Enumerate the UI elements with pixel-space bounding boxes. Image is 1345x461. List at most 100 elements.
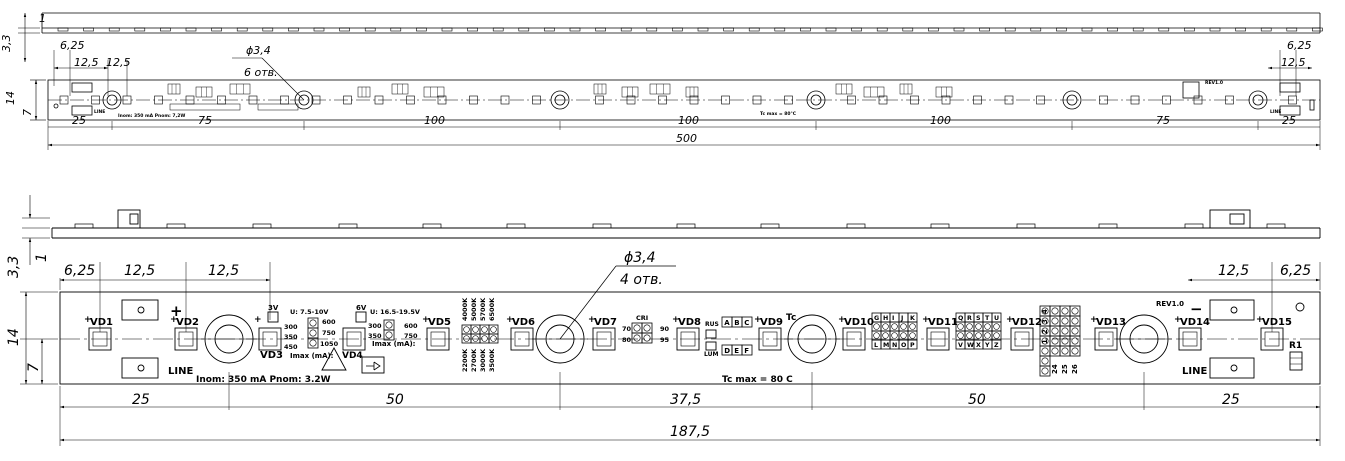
number-label: 24	[1051, 364, 1059, 374]
r1-resistor	[1289, 351, 1303, 371]
grid-dot	[643, 334, 651, 342]
led-label-vd6: VD6	[512, 317, 535, 328]
led-pad	[910, 95, 919, 105]
led-die	[346, 331, 362, 347]
top-view-text: 3,3 1 6,25 12,5 12,5 ϕ3,4 6 отв. 14 7 6,…	[0, 12, 1312, 145]
profile-bump	[160, 27, 171, 32]
grid-cell	[991, 339, 1002, 350]
led-die	[1014, 331, 1030, 347]
led-pad	[1094, 327, 1118, 351]
bottom-dim-3-3: 3,3	[6, 256, 22, 278]
profile-bump	[620, 27, 632, 32]
profile-bump	[760, 223, 780, 229]
grid-letter: Z	[994, 342, 999, 349]
led-pad	[676, 327, 700, 351]
grid-dot	[1051, 327, 1059, 335]
top-dim-6-25-left: 6,25	[60, 39, 85, 52]
grid-dot	[966, 323, 973, 330]
led-pad	[1010, 327, 1034, 351]
rus-label: RUS	[705, 321, 719, 328]
number-label: 1	[1041, 339, 1049, 344]
profile-bump	[252, 223, 272, 229]
letter-grid-middle	[871, 321, 918, 341]
plus-sign: +	[170, 302, 183, 320]
profile-bump	[953, 27, 965, 32]
led-die	[1182, 331, 1198, 347]
profile-bump	[544, 27, 555, 32]
grid-dot	[309, 329, 317, 337]
profile-bump	[1266, 223, 1286, 229]
led-pad	[1260, 327, 1284, 351]
bottom-segment-dims	[59, 372, 1321, 446]
led-die	[596, 331, 612, 347]
imax-label-1: Imax (mA):	[290, 352, 334, 360]
led-pad	[784, 95, 793, 105]
led-label-vd15: VD15	[1262, 317, 1292, 328]
led-pad	[973, 95, 982, 105]
connector-right	[1209, 299, 1255, 379]
bottom-dim-6-25-right: 6,25	[1280, 263, 1311, 279]
cri-95: 95	[660, 336, 670, 344]
cct-bottom-label: 3000K	[479, 348, 487, 372]
grid-letter: S	[976, 315, 981, 322]
grid-letter: O	[901, 342, 907, 349]
imax-right-b1: 750	[404, 332, 418, 340]
grid-dot	[873, 332, 880, 339]
grid-cell	[907, 339, 918, 350]
profile-bump	[506, 223, 526, 229]
top-profile-bumps	[57, 27, 1323, 32]
profile-bump	[74, 223, 94, 229]
bottom-dim-total: 187,5	[670, 424, 710, 440]
mounting-hole	[102, 90, 122, 110]
tc-max-label: Tc max = 80 C	[722, 375, 793, 385]
imax-left-b2: 1050	[320, 340, 339, 348]
grid-dot	[909, 323, 916, 330]
grid-dot	[385, 321, 393, 329]
mounting-hole	[806, 90, 826, 110]
led-pad	[595, 95, 604, 105]
led-pad	[510, 327, 534, 351]
profile-bump	[108, 27, 120, 32]
profile-bump	[166, 223, 186, 229]
profile-bump	[1056, 27, 1067, 32]
profile-bump	[569, 27, 581, 32]
grid-dot	[1061, 327, 1069, 335]
grid-letter: G	[874, 315, 879, 322]
cct-bottom-label: 2200K	[461, 348, 469, 372]
mounting-hole-inner	[1066, 94, 1078, 106]
grid-dot	[1061, 307, 1069, 315]
grid-cell	[383, 329, 395, 341]
grid-cell	[1039, 365, 1051, 377]
imax-left-a0: 300	[284, 323, 298, 331]
bottom-seg-25-right: 25	[1222, 392, 1240, 408]
led-die	[1098, 331, 1114, 347]
led-pad	[842, 327, 866, 351]
grid-dot	[957, 332, 964, 339]
chip-grid	[685, 86, 699, 98]
led-label-vd13: VD13	[1096, 317, 1126, 328]
grid-letter: K	[910, 315, 916, 322]
top-dim-6-25-right: 6,25	[1287, 39, 1312, 52]
grid-dot	[481, 326, 488, 333]
top-holes	[102, 90, 1268, 110]
bottom-holes	[201, 314, 1172, 364]
grid-dot	[1041, 357, 1049, 365]
led-pad	[758, 327, 782, 351]
grid-dot	[385, 331, 393, 339]
chip-grid	[899, 83, 913, 95]
grid-dot	[873, 323, 880, 330]
grid-dot	[1051, 307, 1059, 315]
led-plus: +	[838, 315, 846, 325]
led-pad	[1130, 95, 1140, 105]
imax-right-a0: 300	[368, 322, 382, 330]
profile-bump	[134, 27, 146, 32]
led-plus: +	[422, 315, 430, 325]
grid-dot	[309, 339, 317, 347]
cri-label: CRI	[636, 314, 648, 322]
profile-bump	[57, 27, 69, 32]
bottom-seg-50-b: 50	[968, 392, 986, 408]
top-tc-label: Tc max = 80°C	[760, 111, 797, 117]
profile-bump	[1098, 223, 1118, 229]
led-pad	[1178, 327, 1202, 351]
